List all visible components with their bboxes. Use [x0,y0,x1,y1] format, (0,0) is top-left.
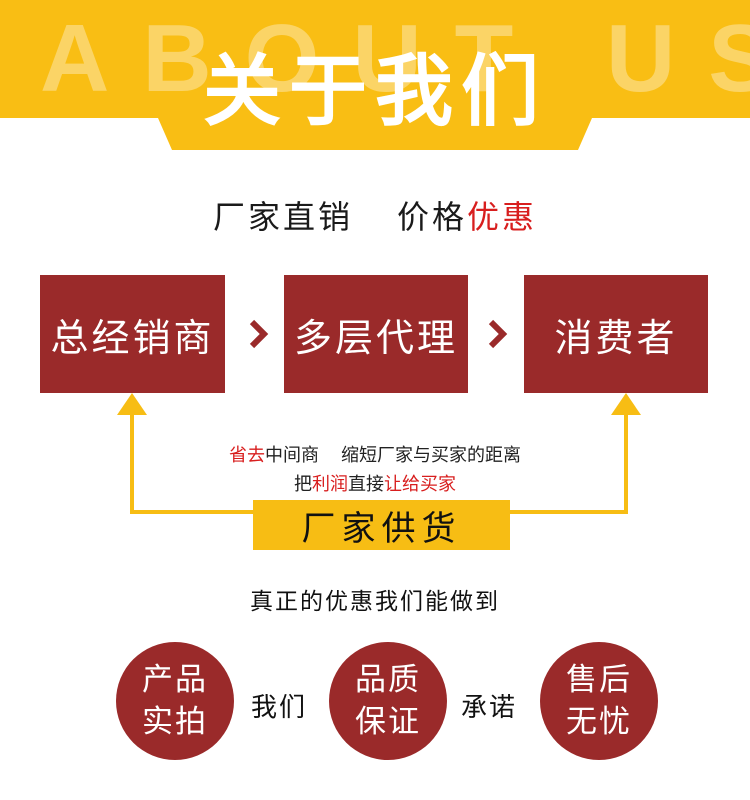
up-arrow-right-icon [611,393,641,415]
badge-after-sales: 售后无忧 [540,642,658,760]
flow-box-agents: 多层代理 [284,275,468,393]
tagline-direct-sales: 厂家直销 [212,198,353,236]
chevron-right-icon [488,319,508,349]
desc-directly: 直接 [348,474,384,495]
connector-line-right-vertical [624,414,628,514]
tagline: 厂家直销 价格优惠 [0,192,750,238]
page-title: 关于我们 [202,47,547,137]
desc-middleman: 中间商 [265,445,319,466]
connector-promise: 承诺 [461,693,518,723]
badge-real-photos-line1: 产品 [142,662,208,698]
factory-supply-label: 厂家供货 [253,500,510,550]
desc-give-buyers: 让给买家 [384,474,456,495]
description-line-2: 把利润直接让给买家 [0,470,750,496]
desc-shorten-distance: 缩短厂家与买家的距离 [341,445,521,466]
badge-real-photos: 产品实拍 [116,642,234,760]
desc-profit: 利润 [312,474,348,495]
description-line-1: 省去中间商 缩短厂家与买家的距离 [0,441,750,467]
tagline-discount: 优惠 [467,198,538,236]
connector-we: 我们 [251,693,308,723]
tagline-price: 价格 [396,198,467,236]
desc-ba: 把 [294,474,312,495]
badge-after-sales-line2: 无忧 [566,704,632,740]
chevron-right-icon [249,319,269,349]
badge-quality-guarantee: 品质保证 [329,642,447,760]
badge-after-sales-line1: 售后 [566,662,632,698]
connector-line-left-vertical [130,414,134,514]
ghost-title: ABOUT US [40,5,750,112]
badge-real-photos-line2: 实拍 [142,704,208,740]
up-arrow-left-icon [117,393,147,415]
flow-box-distributor: 总经销商 [40,275,225,393]
promise-text: 真正的优惠我们能做到 [250,589,500,615]
badge-quality-line2: 保证 [355,704,421,740]
badge-quality-line1: 品质 [355,662,421,698]
desc-skip: 省去 [229,445,265,466]
flow-box-consumer: 消费者 [524,275,708,393]
